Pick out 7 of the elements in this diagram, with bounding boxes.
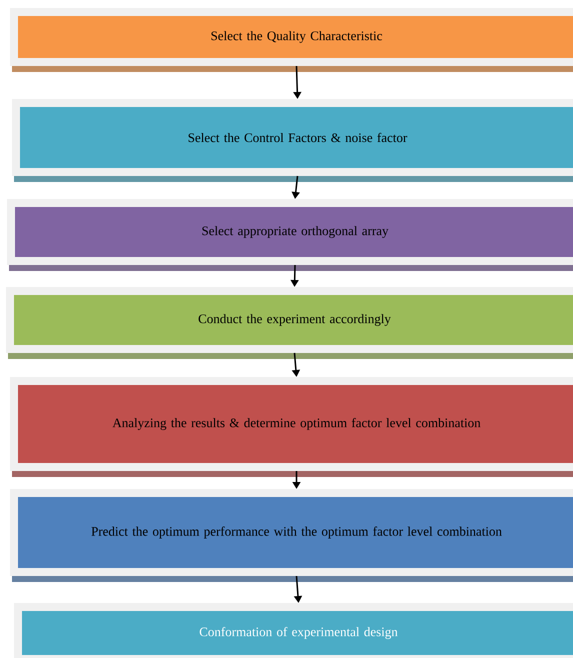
process-box: Analyzing the results & determine optimum factor level combination xyxy=(10,377,573,477)
process-box: Conduct the experiment accordingly xyxy=(6,287,573,359)
process-box: Select the Quality Characteristic xyxy=(10,8,573,72)
process-box: Select appropriate orthogonal array xyxy=(7,199,573,271)
process-box: Conformation of experimental design xyxy=(14,603,573,658)
process-box: Predict the optimum performance with the optimum factor level combination xyxy=(10,489,573,582)
process-box: Select the Control Factors & noise factor xyxy=(12,99,573,182)
